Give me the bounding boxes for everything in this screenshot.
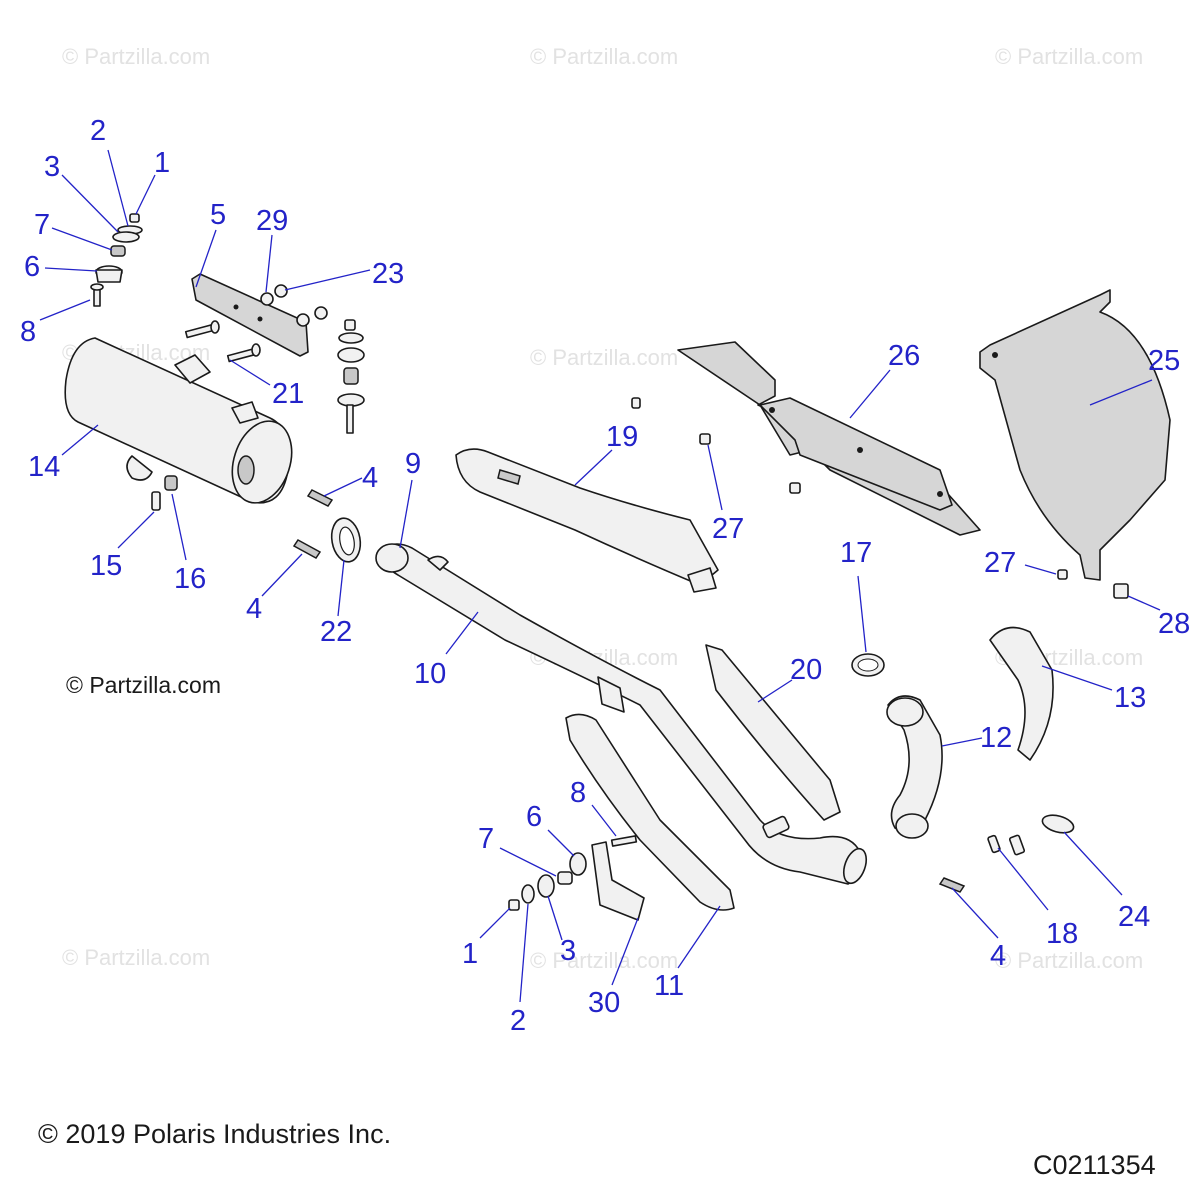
callout-30: 30	[588, 987, 620, 1019]
callout-23: 23	[372, 258, 404, 290]
watermark: © Partzilla.com	[62, 44, 210, 69]
muffler-mount-hardware-top	[90, 213, 143, 307]
callout-4: 4	[246, 593, 262, 625]
callout-5: 5	[210, 199, 226, 231]
callout-8: 8	[20, 316, 36, 348]
head-pipe-o-ring	[851, 653, 885, 677]
large-heat-shield	[979, 289, 1171, 581]
callout-6: 6	[526, 801, 542, 833]
callout-15: 15	[90, 550, 122, 582]
watermark: © Partzilla.com	[62, 945, 210, 970]
callout-28: 28	[1158, 608, 1190, 640]
callout-13: 13	[1114, 682, 1146, 714]
muffler	[64, 337, 293, 504]
callout-29: 29	[256, 205, 288, 237]
head-pipe-heat-shield-upper	[455, 448, 719, 593]
exhaust-manifold-heat-shield	[989, 626, 1054, 761]
callout-4: 4	[362, 462, 378, 494]
exhaust-manifold-elbow	[886, 695, 943, 839]
muffler-drain-pins	[151, 475, 178, 511]
callout-21: 21	[272, 378, 304, 410]
callout-2: 2	[510, 1005, 526, 1037]
callout-24: 24	[1118, 901, 1150, 933]
exhaust-spring-left	[292, 489, 334, 559]
callout-27: 27	[984, 547, 1016, 579]
bracket-nuts-and-isolator	[260, 284, 365, 434]
callout-labels: 1 2 3 7 6 8 5 29 23 21 14 15 16 4 4 22 9…	[20, 115, 1190, 1037]
drawing-number: C0211354	[1033, 1150, 1156, 1180]
rear-pipe-heat-shield	[565, 713, 735, 911]
partzilla-watermark: © Partzilla.com	[66, 672, 221, 698]
callout-3: 3	[560, 935, 576, 967]
muffler-bracket-bolts	[184, 320, 261, 363]
watermark: © Partzilla.com	[530, 948, 678, 973]
callout-2: 2	[90, 115, 106, 147]
callout-22: 22	[320, 616, 352, 648]
callout-14: 14	[28, 451, 60, 483]
callout-19: 19	[606, 421, 638, 453]
callout-7: 7	[478, 823, 494, 855]
callout-10: 10	[414, 658, 446, 690]
callout-25: 25	[1148, 345, 1180, 377]
leader-lines	[39, 149, 1161, 1003]
callout-6: 6	[24, 251, 40, 283]
parts-layer	[64, 213, 1171, 921]
exhaust-gasket-ring	[330, 517, 362, 563]
callout-9: 9	[405, 448, 421, 480]
watermark: © Partzilla.com	[995, 44, 1143, 69]
watermark: © Partzilla.com	[995, 948, 1143, 973]
callout-17: 17	[840, 537, 872, 569]
muffler-mount-hardware-bottom	[508, 835, 645, 921]
callout-27: 27	[712, 513, 744, 545]
exhaust-head-pipe	[375, 543, 868, 885]
callout-3: 3	[44, 151, 60, 183]
watermark: © Partzilla.com	[530, 44, 678, 69]
callout-12: 12	[980, 722, 1012, 754]
shield-fasteners	[631, 397, 1129, 599]
callout-16: 16	[174, 563, 206, 595]
callout-1: 1	[154, 147, 170, 179]
callout-20: 20	[790, 654, 822, 686]
manifold-hardware	[938, 814, 1075, 893]
upper-heat-shield-bracket	[677, 341, 981, 536]
callout-26: 26	[888, 340, 920, 372]
callout-8: 8	[570, 777, 586, 809]
copyright-notice: © 2019 Polaris Industries Inc.	[38, 1119, 392, 1149]
callout-4: 4	[990, 940, 1006, 972]
watermark: © Partzilla.com	[530, 345, 678, 370]
callout-18: 18	[1046, 918, 1078, 950]
head-pipe-heat-shield-lower	[705, 644, 841, 821]
callout-1: 1	[462, 938, 478, 970]
callout-7: 7	[34, 209, 50, 241]
callout-11: 11	[654, 970, 684, 1002]
